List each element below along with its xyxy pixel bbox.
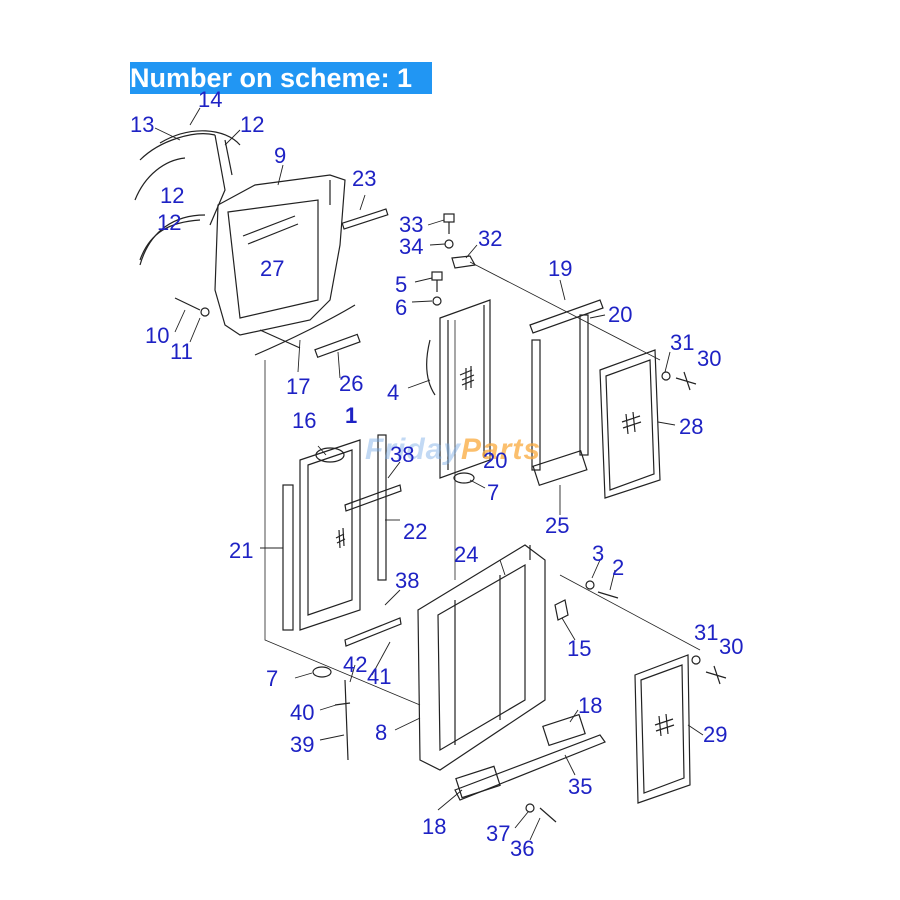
part-label-19: 19 (548, 256, 573, 281)
part-label-25: 25 (545, 513, 570, 538)
part-label-33: 33 (399, 212, 424, 237)
part-label-9: 9 (274, 143, 287, 168)
part-label-12c: 12 (157, 210, 182, 235)
seal-strips-19-20 (529, 299, 604, 486)
part-label-13: 13 (130, 112, 155, 137)
plate-35 (454, 734, 606, 801)
watermark-part1: Friday (365, 433, 462, 466)
part-label-8: 8 (375, 720, 388, 745)
oil-cooler-4 (426, 299, 491, 479)
washer-37 (525, 803, 535, 813)
part-label-23: 23 (352, 166, 377, 191)
strip-21 (282, 484, 294, 631)
part-label-20b: 20 (483, 448, 508, 473)
part-label-18b: 18 (422, 814, 447, 839)
watermark-logo: FridayParts (365, 433, 541, 467)
wing-bolt-30b (691, 655, 727, 685)
watermark-part2: Parts (461, 433, 542, 466)
part-label-17: 17 (286, 374, 311, 399)
part-label-39: 39 (290, 732, 315, 757)
part-label-6: 6 (395, 295, 408, 320)
fan-guard (134, 130, 241, 266)
part-label-7b: 7 (266, 666, 279, 691)
frame-8 (417, 544, 546, 771)
wing-bolt-30a (661, 371, 697, 391)
part-label-5: 5 (395, 272, 408, 297)
part-label-40: 40 (290, 700, 315, 725)
part-label-11: 11 (170, 339, 193, 364)
block-18b (455, 765, 501, 799)
banner-text: Number on scheme: 1 (130, 63, 413, 93)
radiator-1 (299, 439, 361, 631)
part-label-15: 15 (567, 636, 592, 661)
clamp-40 (334, 702, 351, 706)
part-label-28: 28 (679, 414, 704, 439)
washer-3 (585, 580, 595, 590)
block-18a (542, 713, 586, 747)
leader-lines (154, 107, 704, 841)
part-label-1: 1 (345, 403, 358, 428)
part-label-12b: 12 (160, 183, 185, 208)
part-label-31b: 31 (694, 620, 719, 645)
grommet-7a (453, 472, 475, 484)
part-label-16: 16 (292, 408, 317, 433)
part-label-12a: 12 (240, 112, 265, 137)
part-label-27: 27 (260, 256, 285, 281)
part-label-32: 32 (478, 226, 503, 251)
part-label-10: 10 (145, 323, 170, 348)
bolt-10 (174, 297, 210, 317)
grommet-7b (312, 666, 332, 678)
part-label-20a: 20 (608, 302, 633, 327)
part-label-42: 42 (343, 652, 368, 677)
fan-shroud (214, 174, 346, 349)
assembly-lines (264, 261, 701, 706)
screen-28 (599, 349, 661, 499)
bolt-2 (597, 591, 619, 599)
bracket-15 (554, 599, 569, 621)
seal-strip-23 (341, 208, 389, 230)
part-label-3: 3 (592, 541, 605, 566)
part-label-38a: 38 (390, 442, 415, 467)
part-label-2: 2 (612, 555, 625, 580)
bracket-32 (451, 255, 476, 269)
part-label-35: 35 (568, 774, 593, 799)
drain-hose (344, 679, 349, 761)
screen-29 (634, 654, 691, 804)
strip-38b (344, 617, 402, 647)
part-label-31a: 31 (670, 330, 695, 355)
part-label-34: 34 (399, 234, 424, 259)
scheme-number-banner: Number on scheme: 1 (130, 62, 432, 94)
part-label-37: 37 (486, 821, 511, 846)
part-label-21: 21 (229, 538, 254, 563)
part-label-22: 22 (403, 519, 428, 544)
part-label-29: 29 (703, 722, 728, 747)
part-label-30b: 30 (719, 634, 744, 659)
part-label-24: 24 (454, 542, 479, 567)
strip-22 (377, 434, 387, 581)
part-label-14: 14 (198, 87, 223, 112)
part-label-30a: 30 (697, 346, 722, 371)
seal-strip-26 (314, 333, 361, 359)
part-label-38b: 38 (395, 568, 420, 593)
part-label-26: 26 (339, 371, 364, 396)
strip-38a (344, 484, 402, 512)
part-label-4: 4 (387, 380, 400, 405)
seal-17 (254, 304, 356, 356)
bolts-top (431, 213, 455, 306)
part-label-18a: 18 (578, 693, 603, 718)
part-label-7a: 7 (487, 480, 500, 505)
part-label-36: 36 (510, 836, 535, 861)
bolt-36 (539, 807, 557, 823)
part-label-41: 41 (367, 664, 392, 689)
